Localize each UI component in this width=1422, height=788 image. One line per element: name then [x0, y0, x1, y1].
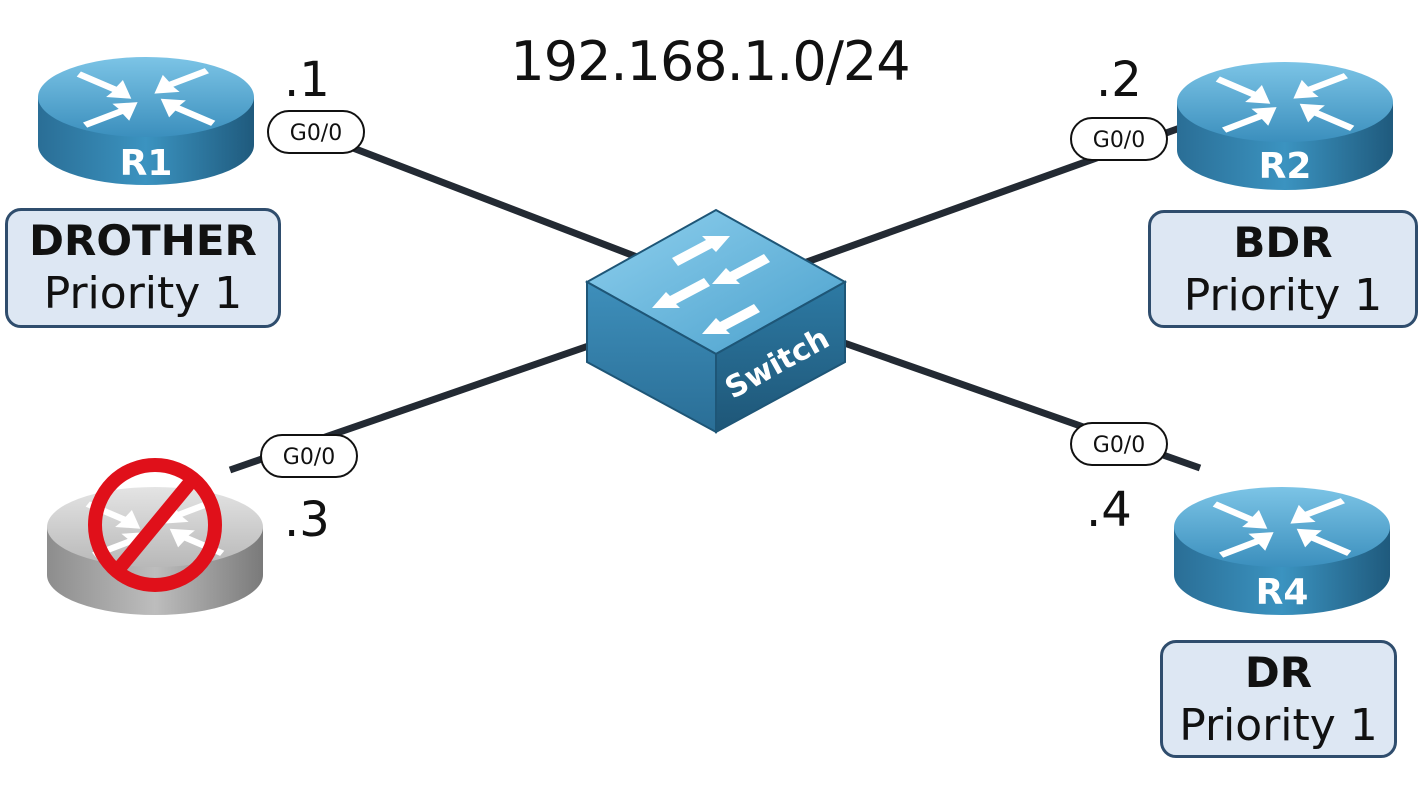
svg-text:G0/0: G0/0 [1093, 128, 1145, 153]
router-icon [1174, 487, 1390, 615]
role-label: DR [1244, 648, 1313, 697]
host-address-r1: .1 [284, 52, 330, 108]
router-name-r4: R4 [1256, 572, 1309, 613]
interface-label-r4: G0/0 [1070, 422, 1168, 466]
priority-label: Priority 1 [1179, 700, 1378, 751]
role-box-r4: DR Priority 1 [1160, 640, 1397, 758]
host-address-r3: .3 [284, 492, 330, 548]
interface-label-r1: G0/0 [267, 110, 365, 154]
role-box-r2: BDR Priority 1 [1148, 210, 1418, 328]
interface-label-r3: G0/0 [260, 434, 358, 478]
interface-label-r2: G0/0 [1070, 117, 1168, 161]
router-name-r2: R2 [1259, 146, 1312, 187]
role-label: BDR [1233, 218, 1333, 267]
priority-label: Priority 1 [43, 268, 243, 319]
role-box-r1: DROTHER Priority 1 [5, 208, 281, 328]
svg-text:G0/0: G0/0 [1093, 433, 1145, 458]
router-icon [47, 487, 263, 615]
router-icon [38, 57, 254, 185]
host-address-r4: .4 [1086, 482, 1132, 538]
host-address-r2: .2 [1096, 52, 1142, 108]
priority-label: Priority 1 [1183, 270, 1383, 321]
router-name-r1: R1 [120, 143, 173, 184]
svg-text:G0/0: G0/0 [290, 121, 342, 146]
prohibited-icon [88, 458, 222, 592]
router-icon [1177, 62, 1393, 190]
svg-text:G0/0: G0/0 [283, 445, 335, 470]
switch-icon: Switch [584, 208, 848, 434]
role-label: DROTHER [29, 216, 257, 265]
subnet-label: 192.168.1.0/24 [510, 30, 910, 93]
